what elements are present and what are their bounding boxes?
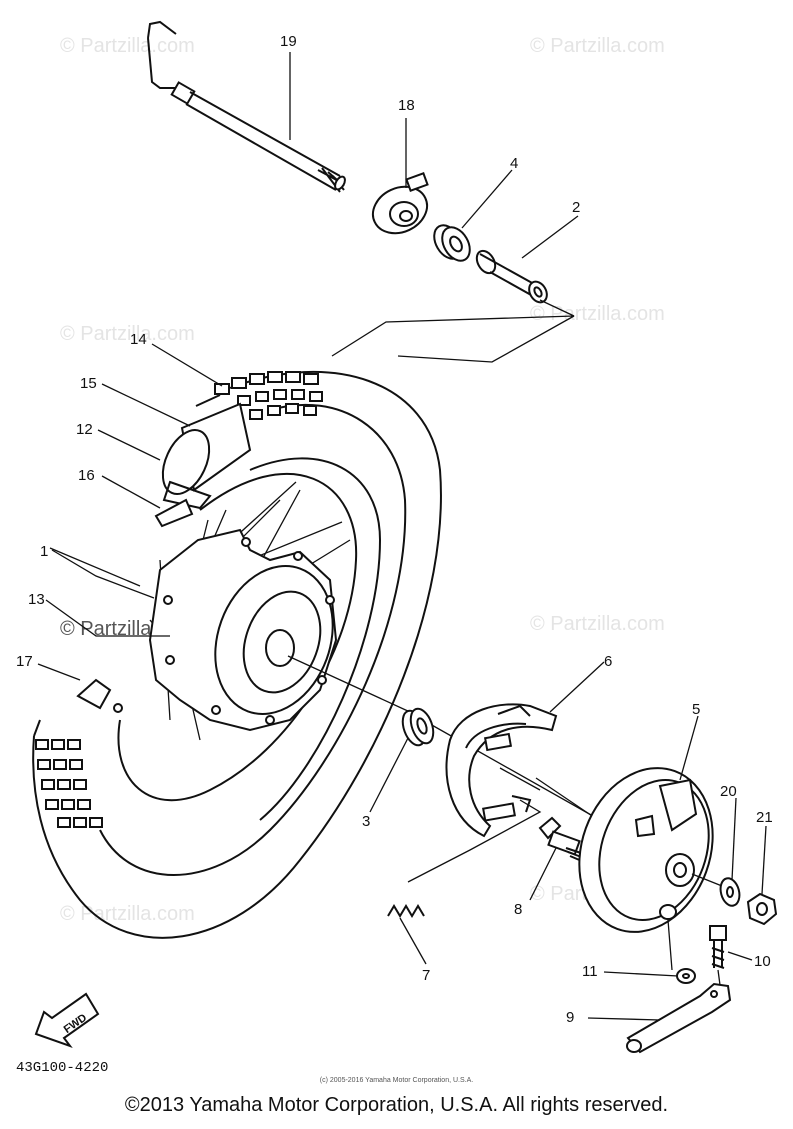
part-tube-band: [154, 402, 252, 528]
part-brake-shoes: [445, 703, 558, 838]
callout-11: 11: [582, 963, 598, 980]
callout-14: 14: [130, 331, 147, 348]
callout-13: 13: [28, 591, 45, 608]
callout-2: 2: [572, 199, 580, 216]
part-gear-housing: [371, 172, 429, 235]
leader-lines: [37, 52, 767, 1021]
part-camshaft: [538, 816, 585, 863]
callout-5: 5: [692, 701, 700, 718]
copyright-notice: ©2013 Yamaha Motor Corporation, U.S.A. A…: [124, 1094, 669, 1116]
watermark: © Partzilla.com: [60, 323, 195, 345]
callout-20: 20: [720, 783, 737, 800]
callout-16: 16: [78, 467, 95, 484]
part-tire: [32, 370, 442, 939]
callout-10: 10: [754, 953, 771, 970]
part-washer-small: [676, 968, 696, 984]
part-axle: [147, 20, 346, 193]
part-brake-plate: [578, 767, 714, 933]
part-nut: [746, 892, 778, 926]
tread-bottom: [35, 739, 103, 828]
tread-top: [214, 371, 323, 420]
callouts: 19 18 4 2 14 15 12 16 1 13 17 3 6 5 20 2…: [16, 33, 773, 1026]
part-valve: [76, 678, 123, 713]
callout-4: 4: [510, 155, 518, 172]
part-washer: [719, 877, 741, 907]
diagram-code: 43G100-4220: [16, 1060, 109, 1076]
callout-8: 8: [514, 901, 522, 918]
watermark: © Partzilla.com: [60, 903, 195, 925]
part-bolt: [709, 925, 727, 969]
part-hub: [148, 528, 338, 732]
watermark: © Partzilla.com: [530, 35, 665, 57]
callout-1: 1: [40, 543, 48, 560]
fwd-arrow: FWD: [34, 992, 100, 1049]
small-copyright: (c) 2005-2016 Yamaha Motor Corporation, …: [319, 1077, 474, 1084]
callout-3: 3: [362, 813, 370, 830]
callout-17: 17: [16, 653, 33, 670]
callout-9: 9: [566, 1009, 574, 1026]
callout-15: 15: [80, 375, 97, 392]
part-brake-lever: [626, 982, 732, 1054]
watermark: © Partzilla.com: [530, 303, 665, 325]
callout-21: 21: [756, 809, 773, 826]
part-bearing-upper: [433, 224, 471, 262]
watermarks: © Partzilla.com © Partzilla.com © Partzi…: [60, 35, 665, 925]
part-spacer: [475, 249, 548, 304]
callout-7: 7: [422, 967, 430, 984]
callout-19: 19: [280, 33, 297, 50]
watermark: © Partzilla.com: [530, 613, 665, 635]
part-bearing-lower: [401, 707, 435, 747]
callout-18: 18: [398, 97, 415, 114]
callout-12: 12: [76, 421, 93, 438]
part-spring: [387, 904, 425, 918]
watermark: © Partzilla.com: [60, 35, 195, 57]
callout-6: 6: [604, 653, 612, 670]
